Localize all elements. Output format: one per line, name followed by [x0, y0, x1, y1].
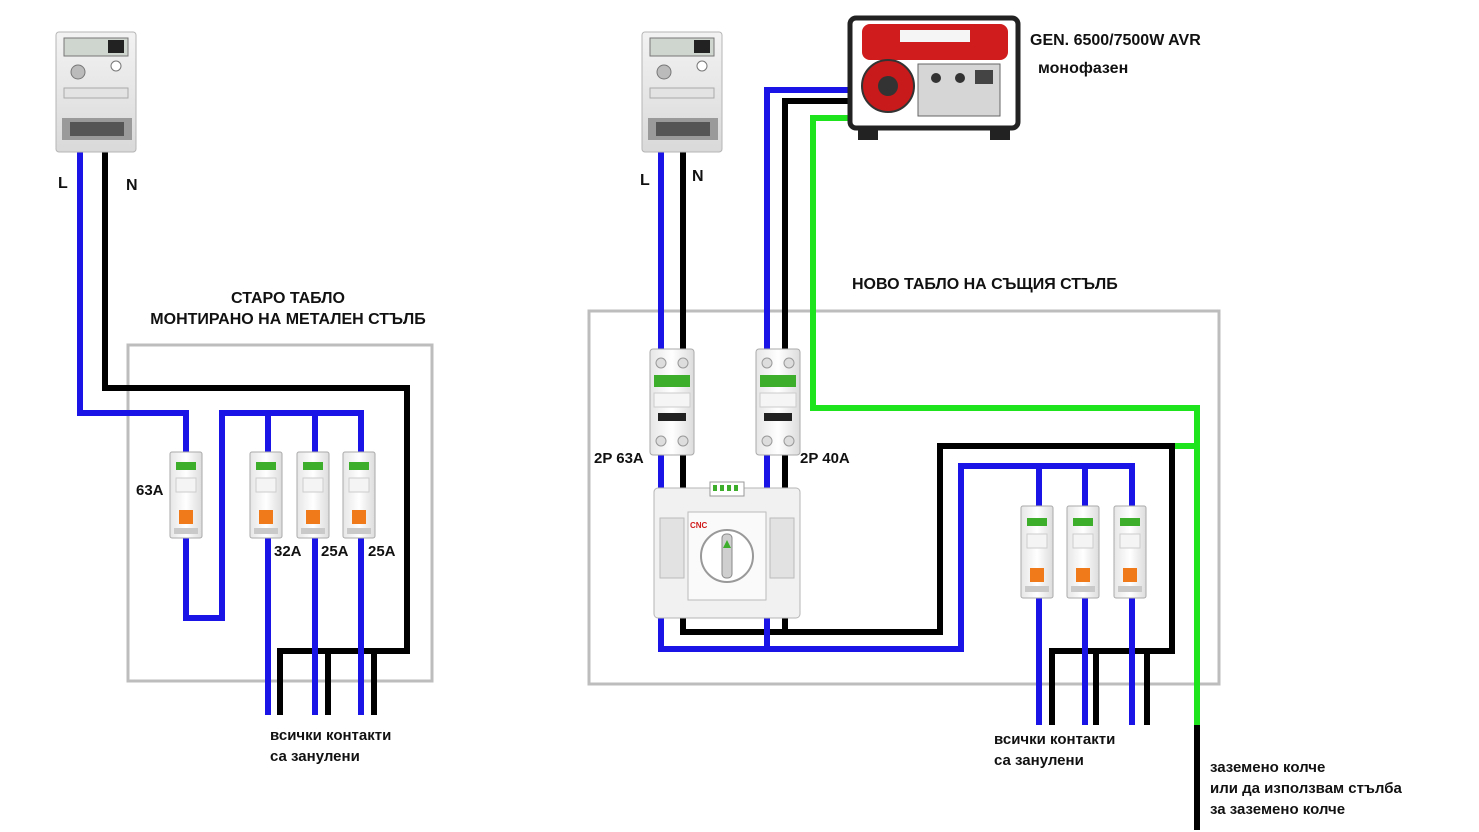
new-note-line-2: са занулени	[994, 752, 1084, 769]
breaker-2p-40a-label: 2P 40A	[800, 450, 850, 467]
old-breaker-25a-2	[342, 451, 376, 539]
old-panel-title-2: МОНТИРАНО НА МЕТАЛЕН СТЪЛБ	[150, 311, 426, 328]
generator-label-1: GEN. 6500/7500W AVR	[1030, 32, 1201, 49]
earth-note-line-1: заземено колче	[1210, 759, 1326, 776]
old-breaker-label-25a-1: 25A	[321, 543, 349, 560]
generator	[847, 15, 1021, 140]
old-neutral-wires	[102, 140, 410, 715]
new-breaker-2	[1066, 505, 1100, 599]
left-l-label: L	[58, 175, 68, 192]
earth-note-line-3: за заземено колче	[1210, 801, 1346, 818]
old-note-line-2: са занулени	[270, 748, 360, 765]
new-panel-border	[587, 309, 1221, 686]
new-electricity-meter	[641, 31, 723, 153]
old-breaker-32a	[249, 451, 283, 539]
new-breaker-1	[1020, 505, 1054, 599]
generator-label-2: монофазен	[1038, 60, 1129, 77]
earth-note-line-2: или да използвам стълба	[1210, 780, 1402, 797]
right-n-label: N	[692, 168, 704, 185]
old-main-breaker	[169, 451, 203, 539]
breaker-2p-63a-label: 2P 63A	[594, 450, 644, 467]
new-neutral-wires	[680, 98, 1175, 725]
old-breaker-label-32a: 32A	[274, 543, 302, 560]
breaker-2p-40a	[755, 348, 801, 456]
old-line-wires	[77, 140, 364, 715]
automatic-transfer-switch: CNC	[653, 481, 801, 619]
old-main-breaker-label: 63A	[136, 482, 164, 499]
old-breaker-25a-1	[296, 451, 330, 539]
new-note-line-1: всички контакти	[994, 731, 1116, 748]
ats-brand-text: CNC	[690, 521, 708, 530]
left-n-label: N	[126, 177, 138, 194]
earth-wires	[810, 115, 1200, 725]
right-l-label: L	[640, 172, 650, 189]
breaker-2p-63a	[649, 348, 695, 456]
old-panel-title-1: СТАРО ТАБЛО	[231, 290, 345, 307]
old-breaker-label-25a-2: 25A	[368, 543, 396, 560]
new-line-wires	[658, 87, 1135, 725]
new-panel-title: НОВО ТАБЛО НА СЪЩИЯ СТЪЛБ	[852, 276, 1118, 293]
new-breaker-3	[1113, 505, 1147, 599]
old-note-line-1: всички контакти	[270, 727, 392, 744]
old-electricity-meter	[55, 31, 137, 153]
